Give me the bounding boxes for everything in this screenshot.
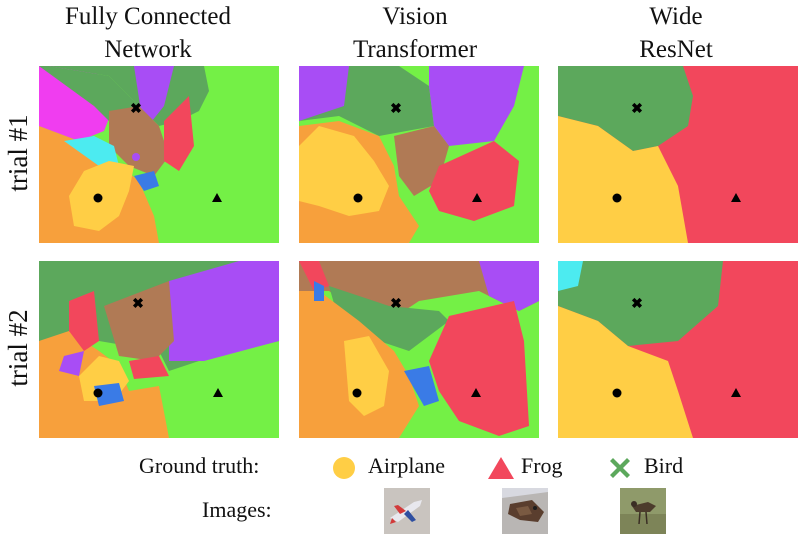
panel-fcn-trial-2: ✖ xyxy=(39,261,279,438)
legend-item-bird: Bird xyxy=(608,453,683,480)
column-title-resnet: Wide ResNet xyxy=(556,0,796,66)
panel-vit-trial-1: ✖ xyxy=(299,66,539,243)
column-title-line2: Transformer xyxy=(352,36,478,63)
legend-label-airplane: Airplane xyxy=(368,453,445,478)
triangle-icon xyxy=(488,456,514,479)
panel-fcn-trial-1: ✖ xyxy=(39,66,279,243)
svg-text:✖: ✖ xyxy=(390,297,402,312)
column-title-line1: Fully Connected xyxy=(65,3,231,30)
svg-text:✖: ✖ xyxy=(390,102,402,117)
cross-icon xyxy=(610,457,630,478)
svg-text:✖: ✖ xyxy=(130,102,142,117)
airplane-thumbnail xyxy=(384,488,430,534)
circle-icon xyxy=(333,456,355,479)
legend-label-frog: Frog xyxy=(521,453,563,478)
ground-truth-label: Ground truth: xyxy=(139,453,260,478)
column-title-line2: ResNet xyxy=(639,36,713,63)
bird-thumbnail xyxy=(620,488,666,534)
svg-text:✖: ✖ xyxy=(132,297,144,312)
column-title-vit: Vision Transformer xyxy=(295,0,535,66)
svg-text:✖: ✖ xyxy=(631,102,643,117)
column-title-line1: Wide xyxy=(649,3,703,30)
column-title-line1: Vision xyxy=(382,3,448,30)
column-title-line2: Network xyxy=(104,36,192,63)
panel-resnet-trial-2: ✖ xyxy=(558,261,798,438)
legend-label-bird: Bird xyxy=(644,453,684,478)
legend-item-frog: Frog xyxy=(487,453,563,480)
svg-text:✖: ✖ xyxy=(631,297,643,312)
legend-item-airplane: Airplane xyxy=(332,453,445,480)
panel-vit-trial-2: ✖ xyxy=(299,261,539,438)
row-label-trial-2: trial #2 xyxy=(3,309,33,387)
images-label: Images: xyxy=(202,497,272,522)
panel-resnet-trial-1: ✖ xyxy=(558,66,798,243)
column-title-fcn: Fully Connected Network xyxy=(28,0,268,66)
row-label-trial-1: trial #1 xyxy=(3,114,33,192)
frog-thumbnail xyxy=(502,488,548,534)
